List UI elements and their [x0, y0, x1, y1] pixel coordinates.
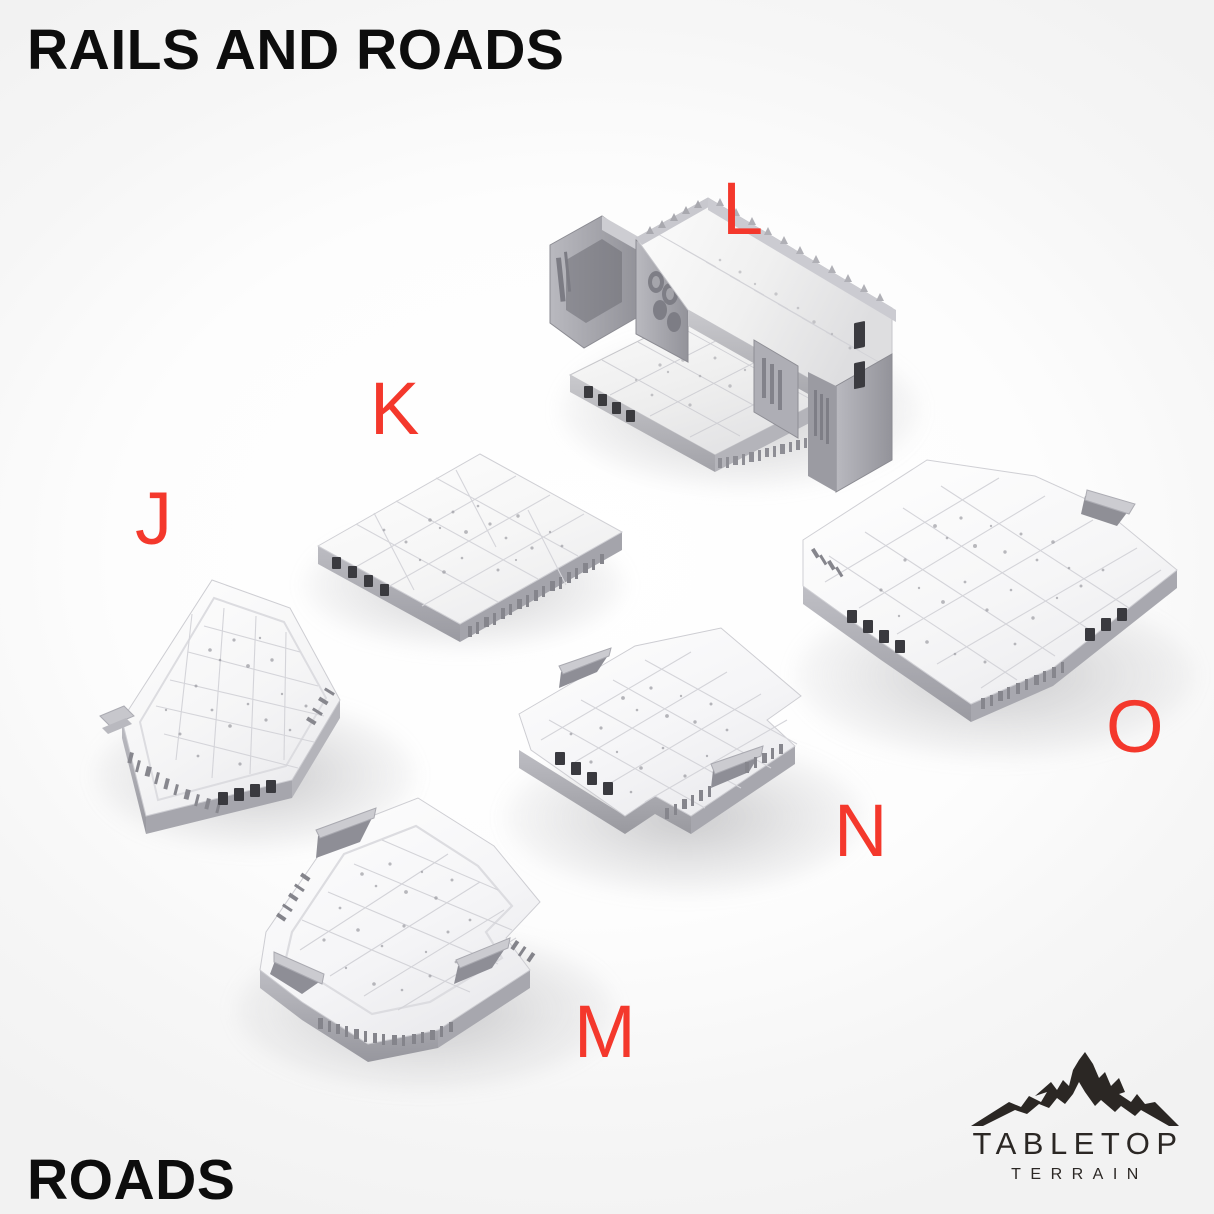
page-subtitle: ROADS: [27, 1148, 236, 1212]
bridge-arch-left: [549, 215, 658, 349]
part-label-n: N: [834, 789, 888, 872]
brand-name: TABLETOP: [972, 1126, 1184, 1161]
part-label-o: O: [1106, 685, 1164, 768]
brand-logo: TABLETOP TERRAIN: [955, 1052, 1195, 1202]
page-title: RAILS AND ROADS: [27, 18, 565, 82]
terrain-piece-k: [310, 420, 630, 650]
bridge-railing-ramp: [708, 198, 896, 322]
bridge-railing-upper: [636, 198, 714, 245]
mountain-icon: [971, 1052, 1179, 1126]
part-label-m: M: [574, 990, 636, 1073]
terrain-piece-m: [240, 780, 610, 1070]
terrain-piece-n: [505, 610, 845, 880]
terrain-piece-l: [540, 190, 960, 520]
terrain-piece-o: [785, 430, 1185, 740]
part-label-k: K: [370, 367, 420, 450]
part-label-j: J: [135, 477, 172, 560]
terrain-piece-j: [99, 520, 430, 850]
bridge-abutment-right: [808, 321, 893, 493]
brand-subtitle: TERRAIN: [1011, 1166, 1148, 1183]
part-label-l: L: [722, 167, 764, 250]
bridge-support-pillar: [753, 339, 799, 439]
